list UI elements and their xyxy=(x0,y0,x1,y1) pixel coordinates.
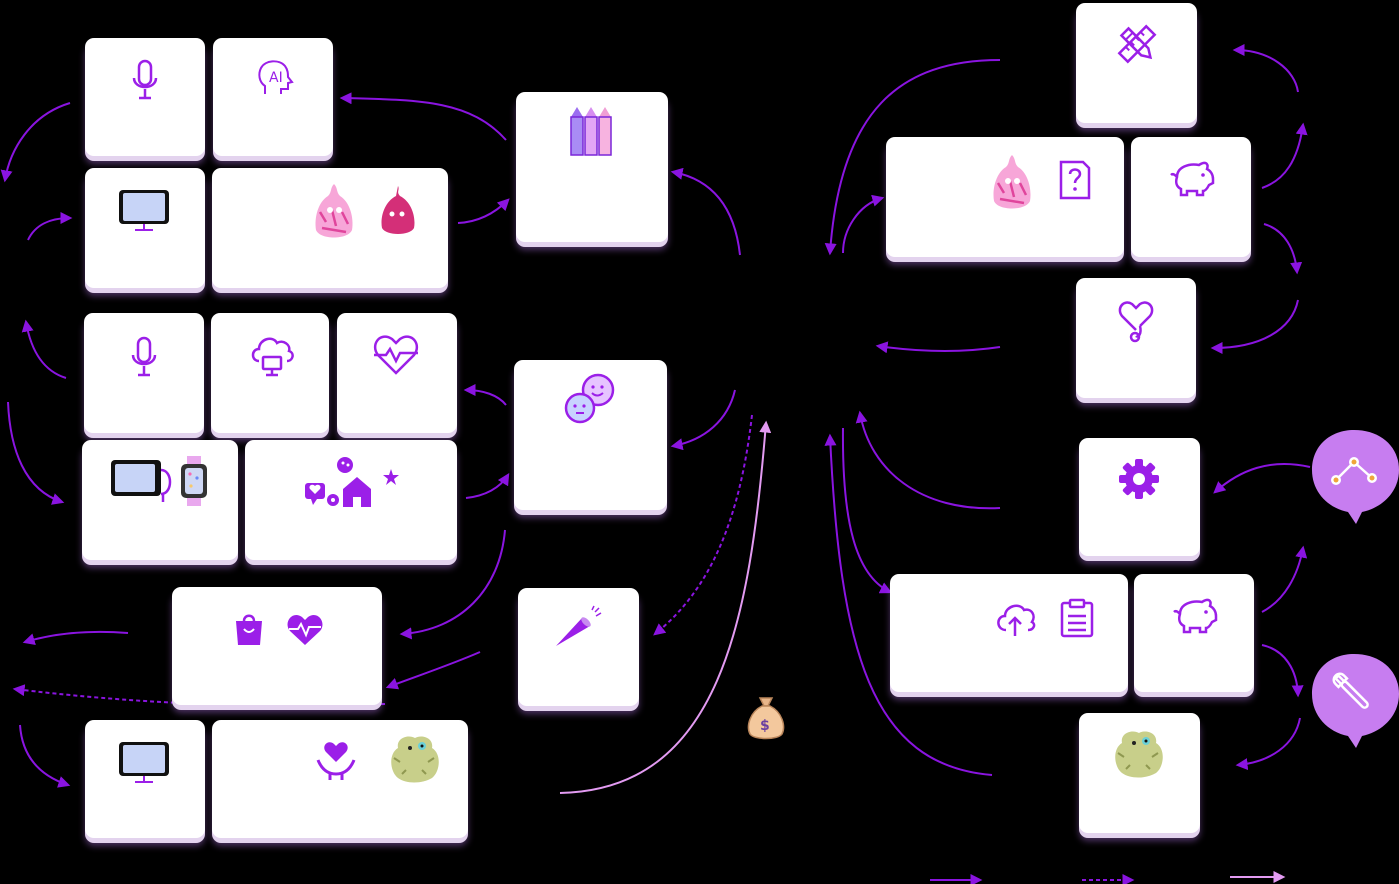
card-devices[interactable] xyxy=(82,440,238,560)
flow-arrow xyxy=(842,194,885,254)
card-cloud-computer[interactable] xyxy=(211,313,329,433)
card-piggy-bank[interactable] xyxy=(1131,137,1251,257)
flow-arrow xyxy=(457,198,510,224)
flow-arrow xyxy=(339,92,507,141)
flow-arrow xyxy=(22,630,129,645)
card-gear[interactable] xyxy=(1079,438,1200,556)
gear-icon xyxy=(1119,459,1159,499)
flow-arrow xyxy=(1213,463,1311,494)
flow-arrow xyxy=(7,401,65,505)
smart-home-icon xyxy=(305,457,399,507)
flow-arrow xyxy=(1261,545,1308,613)
wrench-icon xyxy=(1332,672,1369,709)
money-bag-icon: $ xyxy=(747,697,785,740)
card-stethoscope[interactable] xyxy=(1076,278,1196,398)
flow-arrow xyxy=(1235,717,1301,771)
card-character-question[interactable] xyxy=(886,137,1124,257)
card-happy-faces[interactable] xyxy=(514,360,667,510)
flow-arrow xyxy=(824,59,1001,256)
card-smart-home[interactable] xyxy=(245,440,457,560)
megaphone-icon xyxy=(556,605,602,646)
svg-text:AI: AI xyxy=(269,70,283,86)
tablet-icon xyxy=(119,190,169,231)
flow-arrow xyxy=(875,341,1001,354)
happy-faces-icon xyxy=(564,373,615,424)
cloud-upload-icon xyxy=(997,604,1036,636)
crayons-icon xyxy=(570,107,612,156)
green-fluffy-monster-icon xyxy=(391,736,439,783)
card-ai[interactable]: AI xyxy=(213,38,333,156)
piggy-bank-icon xyxy=(1170,161,1215,197)
card-microphone[interactable] xyxy=(85,38,205,156)
card-piggy-bank-2[interactable] xyxy=(1134,574,1254,692)
pink-blob-character-icon xyxy=(381,186,415,234)
card-characters[interactable] xyxy=(212,168,448,288)
money-symbol: $ xyxy=(760,718,770,734)
flow-arrow xyxy=(855,410,1001,510)
flow-arrow xyxy=(1261,122,1308,189)
flow-arrow xyxy=(19,724,71,788)
card-monster[interactable] xyxy=(1079,713,1200,833)
card-care-monster[interactable] xyxy=(212,720,468,838)
smartwatch-icon xyxy=(181,456,207,506)
card-shopping-health[interactable] xyxy=(172,587,382,705)
stethoscope-heart-icon xyxy=(1118,301,1154,343)
heart-pulse-icon xyxy=(287,615,323,645)
card-tablet[interactable] xyxy=(85,168,205,288)
shopping-bag-icon xyxy=(236,614,262,645)
microphone-icon xyxy=(132,59,158,100)
card-ruler-pencil[interactable] xyxy=(1076,3,1197,123)
flow-arrow xyxy=(670,167,741,256)
clipboard-icon xyxy=(1060,598,1094,638)
microphone-icon xyxy=(131,336,157,377)
card-megaphone[interactable] xyxy=(518,588,639,706)
ai-head-icon: AI xyxy=(258,60,294,94)
card-crayons[interactable] xyxy=(516,92,668,242)
ruler-pencil-icon xyxy=(1117,24,1157,64)
flow-arrow xyxy=(1263,223,1303,275)
flow-arrow xyxy=(385,651,481,690)
bubble-share[interactable] xyxy=(1310,428,1399,526)
flow-arrow-dashed xyxy=(653,414,753,636)
heartbeat-icon xyxy=(373,335,419,375)
pink-fluffy-character-icon xyxy=(315,184,353,238)
caring-hands-icon xyxy=(316,742,356,780)
flow-arrow xyxy=(0,102,71,183)
flow-arrow xyxy=(465,472,510,499)
flow-arrow xyxy=(463,384,507,406)
pink-fluffy-character-icon xyxy=(993,155,1031,209)
question-document-icon xyxy=(1059,160,1091,200)
flow-arrow xyxy=(670,389,736,451)
flow-arrow xyxy=(841,427,893,594)
tablet-icon xyxy=(119,742,169,783)
green-fluffy-monster-icon xyxy=(1115,731,1163,778)
tablet-icon xyxy=(111,460,172,502)
flow-arrow xyxy=(1261,644,1304,698)
bubble-wrench[interactable] xyxy=(1310,652,1399,750)
card-tablet-2[interactable] xyxy=(85,720,205,838)
card-heartbeat[interactable] xyxy=(337,313,457,433)
card-microphone-2[interactable] xyxy=(84,313,204,433)
cloud-computer-icon xyxy=(251,337,294,377)
piggy-bank-icon xyxy=(1173,598,1218,634)
card-upload-clipboard[interactable] xyxy=(890,574,1128,692)
flow-arrow xyxy=(21,319,67,379)
share-nodes-icon xyxy=(1331,457,1377,485)
flow-arrow xyxy=(1210,299,1299,354)
flow-arrow-light xyxy=(559,420,772,794)
flow-arrow xyxy=(27,212,73,241)
flow-arrow xyxy=(1232,44,1299,93)
flow-arrow xyxy=(399,529,506,640)
flow-arrow xyxy=(824,433,993,776)
